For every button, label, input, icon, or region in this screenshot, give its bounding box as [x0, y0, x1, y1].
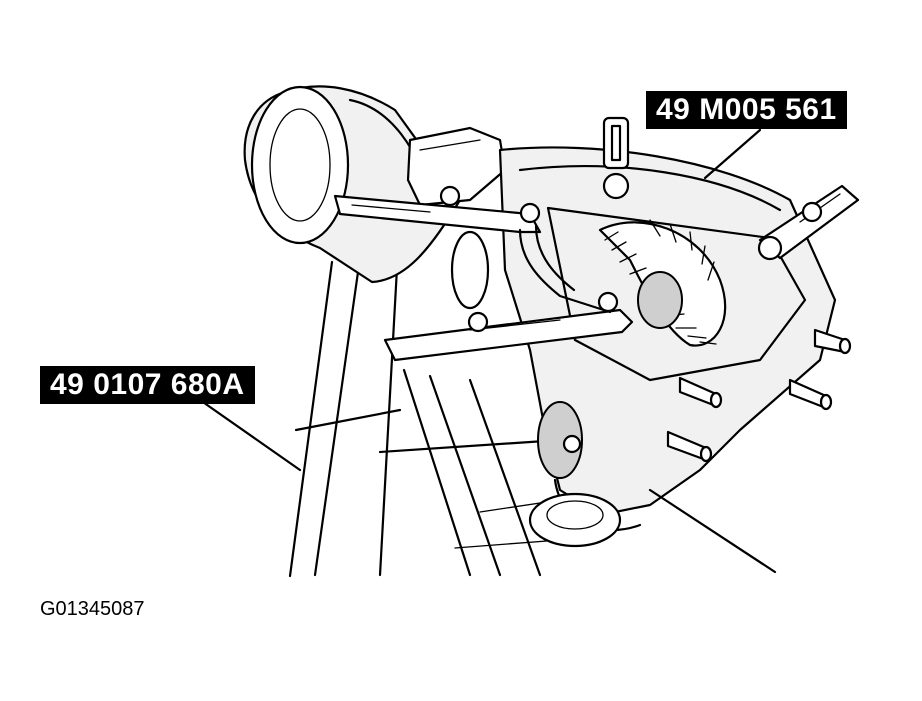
leader-line-left [198, 398, 302, 472]
leader-line-bottom [648, 488, 777, 574]
housing-studs [666, 328, 852, 463]
callout-tool-49-0107-680a: 49 0107 680A [40, 366, 255, 404]
spreader-link [518, 224, 612, 314]
mount-bracket [406, 126, 507, 310]
gauge-arm-right [757, 184, 860, 261]
stand-frame [288, 248, 562, 578]
leader-line-top [703, 128, 762, 180]
differential-carrier [498, 146, 837, 532]
spreader-arm-upper [333, 185, 542, 234]
figure-id: G01345087 [40, 598, 145, 620]
gauge-post-top [602, 116, 630, 200]
callout-tool-49-m005-561: 49 M005 561 [646, 91, 847, 129]
spreader-arm-lower [383, 291, 634, 362]
pinion-flange [528, 492, 622, 548]
input-drum [243, 85, 462, 284]
ring-gear [598, 219, 727, 347]
